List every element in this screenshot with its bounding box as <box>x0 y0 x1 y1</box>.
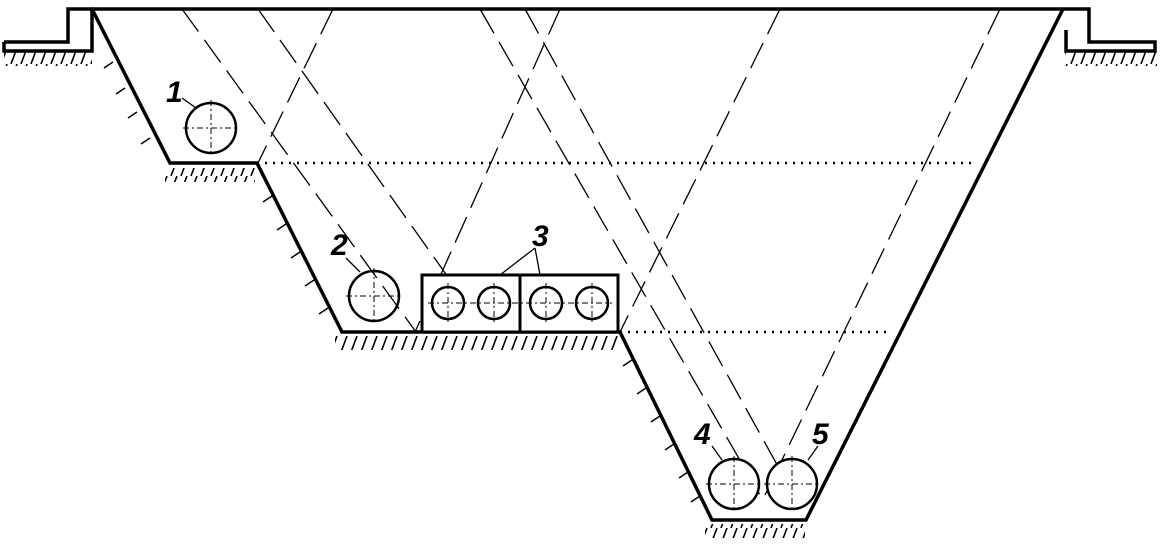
construction-lines <box>181 8 1001 496</box>
label-pipe-5: 5 <box>812 418 830 451</box>
label-ducts-3: 3 <box>532 220 549 253</box>
ground-hatching <box>4 52 1157 538</box>
leader-lines <box>181 97 819 461</box>
label-pipe-1: 1 <box>166 76 183 109</box>
level-lines <box>257 161 972 334</box>
pipe-4 <box>706 456 762 512</box>
pipe-5 <box>764 456 820 512</box>
duct-block-3 <box>420 273 620 334</box>
pipe-1 <box>183 100 239 156</box>
label-pipe-2: 2 <box>330 229 348 262</box>
label-pipe-4: 4 <box>693 418 711 451</box>
pipe-2 <box>346 268 402 324</box>
